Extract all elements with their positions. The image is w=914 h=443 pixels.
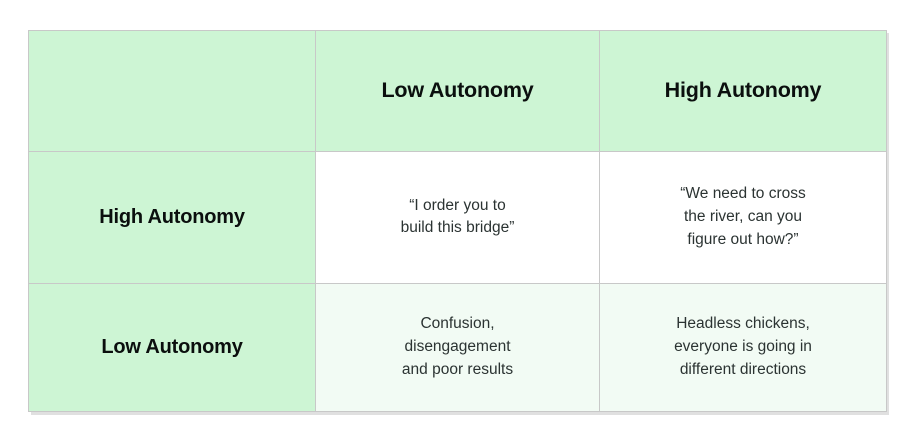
column-header-low-autonomy: Low Autonomy [315, 29, 600, 153]
matrix-cell-low-low: Confusion, disengagement and poor result… [315, 282, 600, 413]
matrix-cell-high-low: “I order you to build this bridge” [315, 151, 600, 284]
cell-text: Confusion, disengagement and poor result… [401, 314, 514, 378]
matrix-cell-low-high: Headless chickens, everyone is going in … [599, 282, 887, 413]
cell-text: Headless chickens, everyone is going in … [674, 314, 812, 378]
table-row: Low Autonomy Confusion, disengagement an… [28, 282, 887, 413]
cell-text: “I order you to build this bridge” [400, 196, 515, 237]
matrix-corner-cell [28, 29, 316, 153]
row-header-high-autonomy: High Autonomy [28, 151, 316, 284]
cell-text: “We need to cross the river, can you fig… [680, 185, 806, 248]
table-header-row: Low Autonomy High Autonomy [28, 29, 887, 153]
matrix-cell-high-high: “We need to cross the river, can you fig… [599, 151, 887, 284]
column-header-label: High Autonomy [664, 78, 822, 103]
table-row: High Autonomy “I order you to build this… [28, 151, 887, 284]
row-header-label: High Autonomy [99, 206, 245, 229]
autonomy-matrix-container: Low Autonomy High Autonomy High Autonomy… [28, 29, 887, 413]
column-header-label: Low Autonomy [381, 78, 534, 103]
row-header-low-autonomy: Low Autonomy [28, 282, 316, 413]
row-header-label: Low Autonomy [101, 336, 243, 359]
column-header-high-autonomy: High Autonomy [599, 29, 887, 153]
autonomy-matrix-table: Low Autonomy High Autonomy High Autonomy… [28, 29, 887, 413]
